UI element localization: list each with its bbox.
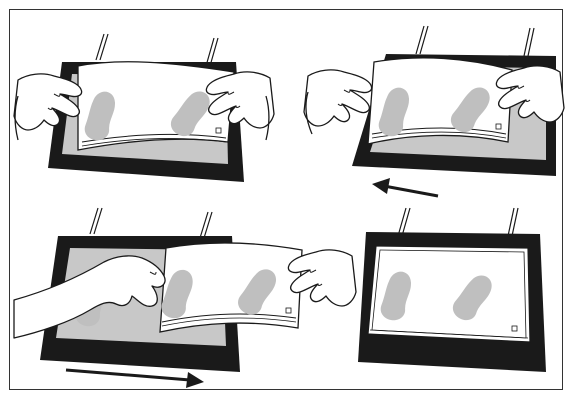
instruction-figure <box>0 0 572 399</box>
figure-canvas <box>0 0 572 399</box>
